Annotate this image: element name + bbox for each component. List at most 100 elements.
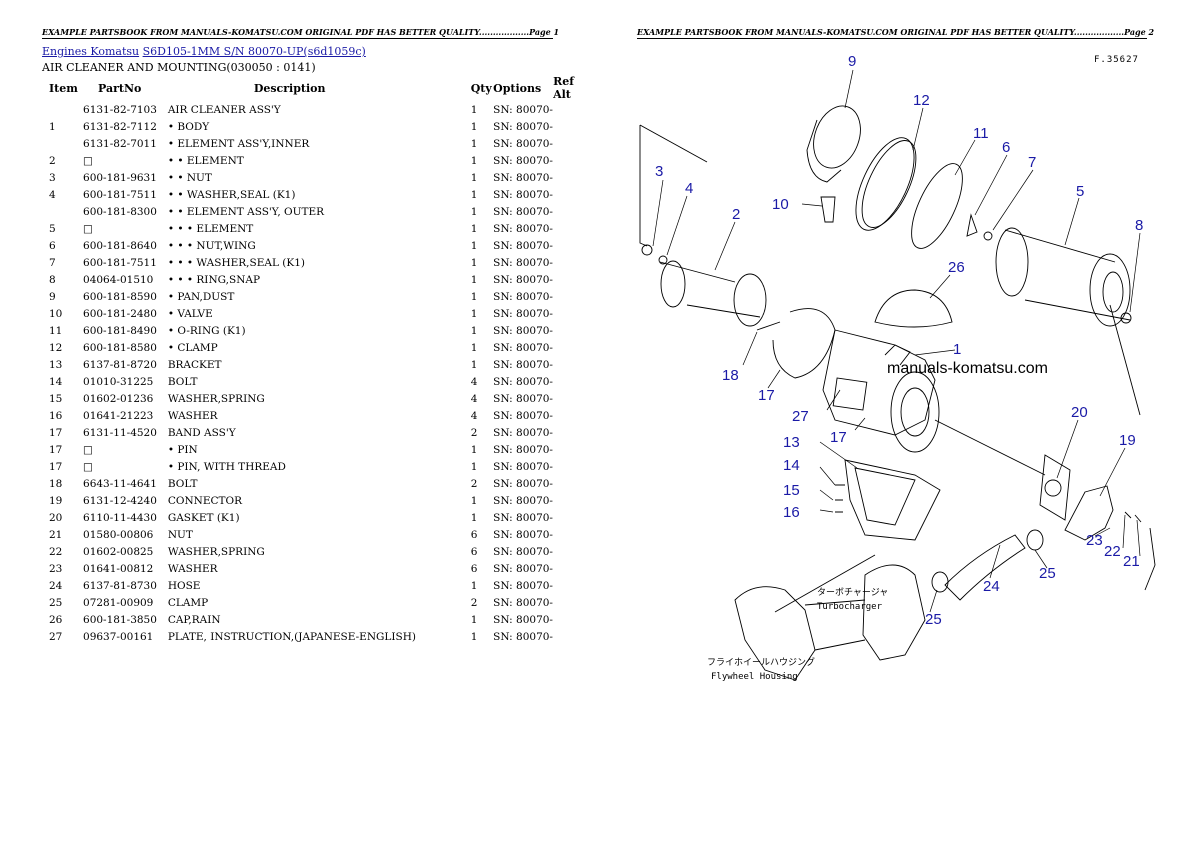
bracket-part: [844, 459, 941, 541]
row-partno-cell: 6131-11-4520: [83, 426, 157, 439]
row-partno-cell: 6131-82-7112: [83, 120, 157, 133]
row-refalt-cell: [553, 339, 595, 356]
row-qty-cell: 1: [470, 137, 478, 150]
row-item-cell: 25: [49, 596, 63, 609]
row-description-cell: • VALVE: [167, 307, 213, 320]
row-description-cell: WASHER: [167, 409, 218, 422]
callout-label: 1: [953, 341, 961, 358]
row-options-cell: SN: 80070-: [493, 630, 553, 643]
row-options-cell: SN: 80070-: [493, 392, 553, 405]
row-options-cell: SN: 80070-: [493, 307, 553, 320]
row-refalt-cell: [553, 492, 595, 509]
row-item-cell: 23: [49, 562, 63, 575]
row-qty-cell: 4: [470, 375, 478, 388]
dust-pan-part: [813, 105, 861, 169]
row-item-cell: 2: [49, 154, 56, 167]
row-partno-cell: 01641-00812: [83, 562, 154, 575]
row-item-cell: [42, 101, 83, 118]
callout-label: 16: [783, 504, 800, 521]
row-refalt-cell: [553, 322, 595, 339]
row-partno-cell: 600-181-9631: [83, 171, 157, 184]
row-partno-cell: 6131-82-7011: [83, 137, 157, 150]
row-options-cell: SN: 80070-: [493, 273, 553, 286]
breadcrumb-link-model[interactable]: S6D105-1MM S/N 80070-UP(s6d1059c): [142, 45, 366, 58]
row-qty-cell: 2: [470, 477, 478, 490]
row-refalt-cell: [553, 152, 595, 169]
row-partno-cell: □: [83, 460, 93, 473]
row-options-cell: SN: 80070-: [493, 494, 553, 507]
row-options-cell: SN: 80070-: [493, 545, 553, 558]
callout-label: 24: [983, 578, 1000, 595]
row-description-cell: WASHER,SPRING: [167, 545, 265, 558]
row-refalt-cell: [553, 101, 595, 118]
column-header-qty: Qty: [470, 81, 492, 95]
row-options-cell: SN: 80070-: [493, 613, 553, 626]
row-qty-cell: 1: [470, 511, 478, 524]
row-qty-cell: 1: [470, 443, 478, 456]
row-options-cell: SN: 80070-: [493, 528, 553, 541]
row-qty-cell: 6: [470, 562, 478, 575]
row-qty-cell: 1: [470, 120, 478, 133]
callout-label: 7: [1028, 154, 1036, 171]
row-item-cell: 17: [49, 460, 63, 473]
row-options-cell: SN: 80070-: [493, 222, 553, 235]
row-options-cell: SN: 80070-: [493, 290, 553, 303]
reference-line: [639, 124, 708, 163]
row-description-cell: • • • WASHER,SEAL (K1): [167, 256, 305, 269]
outer-element-part: [1089, 253, 1131, 327]
row-partno-cell: 600-181-2480: [83, 307, 157, 320]
breadcrumb-link-engines[interactable]: Engines Komatsu: [42, 45, 140, 58]
row-partno-cell: 6110-11-4430: [83, 511, 157, 524]
row-item-cell: 12: [49, 341, 63, 354]
row-refalt-cell: [553, 577, 595, 594]
row-description-cell: • PAN,DUST: [167, 290, 235, 303]
row-qty-cell: 1: [470, 460, 478, 473]
callout-label: 2: [732, 206, 740, 223]
row-item-cell: 14: [49, 375, 63, 388]
rain-cap-part: [874, 289, 953, 328]
row-options-cell: SN: 80070-: [493, 103, 553, 116]
callout-label: 3: [655, 163, 663, 180]
row-options-cell: SN: 80070-: [493, 426, 553, 439]
row-item-cell: 19: [49, 494, 63, 507]
row-description-cell: BRACKET: [167, 358, 222, 371]
row-options-cell: SN: 80070-: [493, 443, 553, 456]
row-qty-cell: 4: [470, 409, 478, 422]
row-options-cell: SN: 80070-: [493, 256, 553, 269]
flywheel-housing-label-jp: フライホイールハウジング: [707, 656, 815, 668]
callout-label: 22: [1104, 543, 1121, 560]
row-refalt-cell: [553, 186, 595, 203]
row-item-cell: 22: [49, 545, 63, 558]
washer-part: [983, 231, 993, 241]
row-qty-cell: 1: [470, 613, 478, 626]
row-qty-cell: 2: [470, 426, 478, 439]
row-refalt-cell: [553, 594, 595, 611]
row-refalt-cell: [553, 390, 595, 407]
row-qty-cell: 1: [470, 188, 478, 201]
page-subtitle: AIR CLEANER AND MOUNTING(030050 : 0141): [42, 61, 316, 74]
column-header-partno: PartNo: [98, 81, 142, 95]
turbocharger-part: [862, 564, 926, 661]
callout-label: 14: [783, 457, 800, 474]
row-description-cell: CONNECTOR: [167, 494, 243, 507]
diagram-drawing: [639, 105, 1156, 681]
parts-list-page: EXAMPLE PARTSBOOK FROM MANUALS-KOMATSU.C…: [42, 27, 595, 645]
row-options-cell: SN: 80070-: [493, 409, 553, 422]
figure-reference: F.35627: [1094, 55, 1139, 65]
row-qty-cell: 1: [470, 494, 478, 507]
row-description-cell: • • • NUT,WING: [167, 239, 256, 252]
row-options-cell: SN: 80070-: [493, 596, 553, 609]
row-options-cell: SN: 80070-: [493, 188, 553, 201]
callout-label: 18: [722, 367, 739, 384]
body-part: [822, 329, 936, 436]
